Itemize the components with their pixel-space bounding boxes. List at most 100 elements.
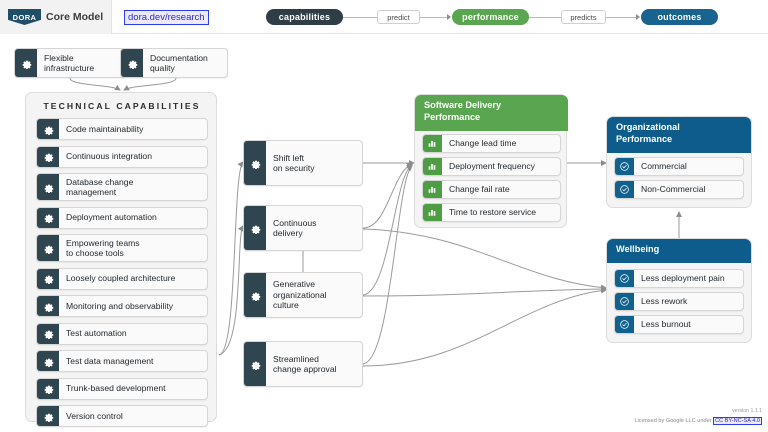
check-circle-icon — [615, 158, 634, 175]
check-circle-icon — [615, 316, 634, 333]
wellbeing-outcome-item[interactable]: Less rework — [614, 292, 744, 311]
technical-capability-item[interactable]: Loosely coupled architecture — [36, 267, 208, 290]
flow-arrow-1-icon — [447, 14, 451, 20]
capability-row: Streamlined change approval — [243, 341, 363, 387]
flow-label-predicts: predicts — [561, 10, 606, 24]
flow-pill-outcomes[interactable]: outcomes — [641, 9, 718, 25]
item-label: Empowering teams to choose tools — [66, 237, 140, 259]
gear-icon — [244, 141, 266, 185]
wellbeing-outcome-item[interactable]: Less deployment pain — [614, 269, 744, 288]
capability-label: Documentation quality — [150, 52, 208, 74]
gear-icon — [37, 268, 59, 289]
item-label: Trunk-based development — [66, 383, 166, 394]
footer: version 1.1.1 Licensed by Google LLC und… — [634, 407, 762, 426]
technical-capability-item[interactable]: Empowering teams to choose tools — [36, 234, 208, 262]
brand-zone: DORA Core Model — [0, 0, 112, 34]
sdp-metric-item[interactable]: Deployment frequency — [422, 157, 561, 176]
capability-label: Generative organizational culture — [273, 279, 327, 311]
license-line: Licensed by Google LLC under CC BY-NC-SA… — [634, 417, 762, 426]
gear-icon — [37, 323, 59, 344]
technical-capability-item[interactable]: Monitoring and observability — [36, 295, 208, 317]
sdp-metric-item[interactable]: Change lead time — [422, 134, 561, 153]
capability-box-continuous-delivery[interactable]: Continuous delivery — [243, 205, 363, 251]
wellbeing-outcome-item[interactable]: Less burnout — [614, 315, 744, 334]
license-link[interactable]: CC BY-NC-SA 4.0 — [713, 417, 762, 425]
gear-icon — [37, 378, 59, 399]
gear-icon — [244, 206, 266, 250]
research-url-link[interactable]: dora.dev/research — [124, 10, 209, 25]
gear-icon — [37, 406, 59, 426]
flow-connector-2 — [420, 17, 448, 18]
gear-icon — [37, 296, 59, 316]
gear-icon — [37, 119, 59, 139]
technical-capability-item[interactable]: Test automation — [36, 322, 208, 345]
capability-box-documentation-quality[interactable]: Documentation quality — [120, 48, 228, 78]
check-circle-icon — [615, 293, 634, 310]
technical-capabilities-title: TECHNICAL CAPABILITIES — [43, 101, 201, 111]
item-label: Monitoring and observability — [66, 300, 174, 311]
sdp-metric-item[interactable]: Change fail rate — [422, 180, 561, 199]
flow-pill-performance[interactable]: performance — [452, 9, 529, 25]
item-label: Change lead time — [449, 138, 517, 149]
flow-connector-4 — [606, 17, 637, 18]
capability-label: Streamlined change approval — [273, 353, 337, 375]
flow-connector-3 — [529, 17, 561, 18]
capability-box-flexible-infrastructure[interactable]: Flexible infrastructure — [14, 48, 126, 78]
item-label: Less rework — [641, 296, 688, 307]
item-label: Database change management — [66, 176, 134, 198]
technical-capability-item[interactable]: Test data management — [36, 350, 208, 372]
gear-icon — [37, 146, 59, 167]
item-label: Non-Commercial — [641, 184, 706, 195]
check-circle-icon — [615, 270, 634, 287]
item-label: Deployment frequency — [449, 161, 535, 172]
capability-label: Continuous delivery — [273, 217, 317, 239]
technical-capability-item[interactable]: Code maintainability — [36, 118, 208, 140]
gear-icon — [37, 351, 59, 371]
dora-logo: DORA — [8, 9, 41, 25]
flow-connector-1 — [343, 17, 377, 18]
bar-chart-icon — [423, 181, 442, 198]
capability-box-shift-left-on-security[interactable]: Shift left on security — [243, 140, 363, 186]
software-delivery-performance-panel: Software Delivery Performance Change lea… — [414, 94, 568, 228]
technical-capability-item[interactable]: Database change management — [36, 173, 208, 201]
flow-label-predict: predict — [377, 10, 420, 24]
item-label: Code maintainability — [66, 123, 144, 134]
capability-label: Shift left on security — [273, 152, 315, 174]
sdp-metric-item[interactable]: Time to restore service — [422, 203, 561, 222]
version-text: version 1.1.1 — [732, 408, 762, 414]
capability-box-generative-organizational-culture[interactable]: Generative organizational culture — [243, 272, 363, 318]
gear-icon — [244, 273, 266, 317]
gear-icon — [37, 174, 59, 200]
capability-row: Shift left on security — [243, 140, 363, 186]
technical-capability-item[interactable]: Trunk-based development — [36, 377, 208, 400]
organizational-performance-title: Organizational Performance — [607, 117, 751, 153]
item-label: Test automation — [66, 328, 127, 339]
bar-chart-icon — [423, 135, 442, 152]
org-outcome-item[interactable]: Commercial — [614, 157, 744, 176]
flow-pill-capabilities[interactable]: capabilities — [266, 9, 343, 25]
technical-capabilities-panel: TECHNICAL CAPABILITIES Code maintainabil… — [25, 92, 217, 427]
capability-row: Continuous delivery — [243, 205, 363, 251]
license-prefix: Licensed by Google LLC under — [634, 418, 714, 424]
org-outcome-item[interactable]: Non-Commercial — [614, 180, 744, 199]
gear-icon — [244, 342, 266, 386]
item-label: Time to restore service — [449, 207, 537, 218]
technical-capability-item[interactable]: Version control — [36, 405, 208, 427]
page-title: Core Model — [46, 11, 104, 23]
capability-box-streamlined-change-approval[interactable]: Streamlined change approval — [243, 341, 363, 387]
wellbeing-title: Wellbeing — [607, 239, 751, 263]
technical-capability-item[interactable]: Deployment automation — [36, 206, 208, 229]
software-delivery-performance-title: Software Delivery Performance — [415, 95, 568, 131]
gear-icon — [15, 49, 37, 77]
gear-icon — [121, 49, 143, 77]
item-label: Continuous integration — [66, 151, 152, 162]
technical-capability-item[interactable]: Continuous integration — [36, 145, 208, 168]
gear-icon — [37, 235, 59, 261]
item-label: Version control — [66, 410, 123, 421]
